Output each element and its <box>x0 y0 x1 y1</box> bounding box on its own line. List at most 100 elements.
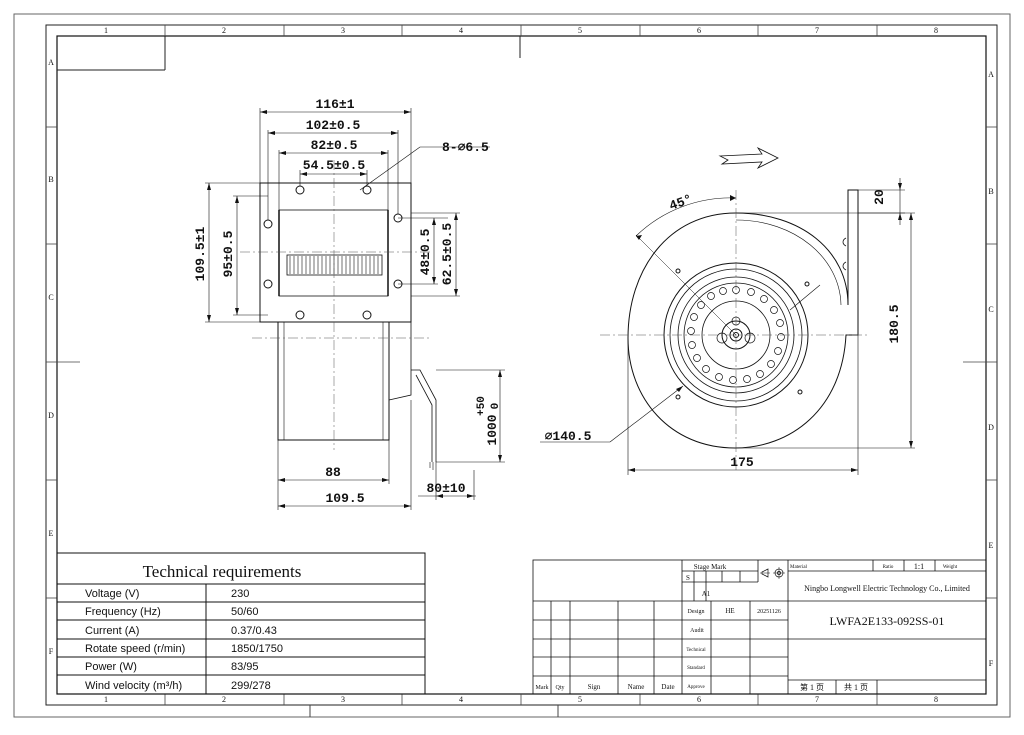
dim-180-5: 180.5 <box>887 304 902 343</box>
dim-holes: 8-⌀6.5 <box>442 140 489 155</box>
row-label-c: C <box>48 293 53 302</box>
projection-cone-icon <box>761 568 769 578</box>
col-label-4-bottom: 4 <box>459 695 463 704</box>
row-label-d: D <box>48 411 54 420</box>
front-dim-arrows <box>207 110 502 508</box>
col-label-6-bottom: 6 <box>697 695 701 704</box>
dim-cable-length: 1000 <box>485 414 500 445</box>
tb-a1: A1 <box>702 590 711 598</box>
col-label-5: 5 <box>578 26 582 35</box>
row-label-c-right: C <box>988 305 993 314</box>
dim-116: 116±1 <box>315 97 354 112</box>
row-label-d-right: D <box>988 423 994 432</box>
tech-label-power: Power (W) <box>85 661 137 673</box>
tech-value-frequency: 50/60 <box>231 606 259 618</box>
col-label-4: 4 <box>459 26 463 35</box>
grid-dividers <box>46 25 997 705</box>
dim-20: 20 <box>872 189 887 205</box>
col-label-7-bottom: 7 <box>815 695 819 704</box>
tb-page: 第 1 页 <box>800 682 824 692</box>
tech-label-current: Current (A) <box>85 625 139 637</box>
tb-standard: Standard <box>687 666 705 671</box>
tb-total-pages: 共 1 页 <box>844 683 868 692</box>
dim-diameter: ⌀140.5 <box>545 429 592 444</box>
dim-angle: 45° <box>667 192 694 214</box>
title-block <box>532 559 987 695</box>
side-center-lines <box>600 190 870 470</box>
side-dim-labels: 45° 20 180.5 ⌀140.5 175 <box>545 189 902 470</box>
front-dim-lines <box>205 108 505 510</box>
tb-weight: Weight <box>943 565 958 570</box>
tb-drawing-number: LWFA2E133-092SS-01 <box>830 614 945 628</box>
tb-designer: HE <box>725 607 734 615</box>
tech-label-voltage: Voltage (V) <box>85 588 139 600</box>
volute-housing <box>627 189 859 449</box>
tech-value-voltage: 230 <box>231 588 249 600</box>
front-dim-labels: 116±1 102±0.5 82±0.5 54.5±0.5 8-⌀6.5 109… <box>193 97 502 506</box>
tech-label-frequency: Frequency (Hz) <box>85 606 161 618</box>
col-label-8: 8 <box>934 26 938 35</box>
title-block-text: Stage Mark S A1 Design HE 20251126 Audit… <box>536 562 970 692</box>
dim-109-5-bottom: 109.5 <box>325 491 364 506</box>
tech-label-rotate-speed: Rotate speed (r/min) <box>85 643 185 655</box>
col-label-6: 6 <box>697 26 701 35</box>
tech-value-wind-velocity: 299/278 <box>231 680 271 692</box>
tb-col-date: Date <box>661 683 674 691</box>
tb-s: S <box>686 574 690 582</box>
dim-82: 82±0.5 <box>311 138 358 153</box>
grid-border <box>45 24 998 706</box>
tb-ratio-value: 1:1 <box>914 562 924 571</box>
side-dim-arrows <box>628 183 913 472</box>
tb-col-qty: Qty <box>556 685 565 691</box>
front-view <box>205 108 505 510</box>
tb-company: Ningbo Longwell Electric Technology Co.,… <box>804 584 970 593</box>
row-label-e: E <box>49 529 54 538</box>
col-label-1-bottom: 1 <box>104 695 108 704</box>
inner-border <box>56 35 987 695</box>
col-label-2-bottom: 2 <box>222 695 226 704</box>
cable <box>411 369 437 462</box>
tb-date: 20251126 <box>757 609 781 615</box>
tech-requirements-table <box>56 552 426 695</box>
tech-rows: Voltage (V) 230 Frequency (Hz) 50/60 Cur… <box>85 588 283 692</box>
dim-54-5: 54.5±0.5 <box>303 158 366 173</box>
dim-102: 102±0.5 <box>306 118 361 133</box>
dim-62-5: 62.5±0.5 <box>440 223 455 286</box>
col-label-8-bottom: 8 <box>934 695 938 704</box>
row-label-b: B <box>48 175 53 184</box>
tech-value-power: 83/95 <box>231 661 259 673</box>
col-label-3-bottom: 3 <box>341 695 345 704</box>
front-blades <box>289 256 379 274</box>
dim-cable-tol-plus: +50 <box>476 396 488 416</box>
row-label-b-right: B <box>988 187 993 196</box>
col-label-3: 3 <box>341 26 345 35</box>
tech-value-rotate-speed: 1850/1750 <box>231 643 283 655</box>
col-label-1: 1 <box>104 26 108 35</box>
tb-approve: Approve <box>687 685 705 690</box>
impeller-blade-holes <box>687 286 785 384</box>
tech-title: Technical requirements <box>143 562 302 581</box>
dim-109-5-height: 109.5±1 <box>193 226 208 281</box>
dim-cable-tol-zero: 0 <box>490 403 502 410</box>
tb-stage-mark: Stage Mark <box>694 563 727 571</box>
grid-labels: 1 2 3 4 5 6 7 8 1 2 3 4 5 6 7 8 A B C D … <box>48 26 994 704</box>
col-label-5-bottom: 5 <box>578 695 582 704</box>
dim-95: 95±0.5 <box>221 230 236 277</box>
housing-rivets <box>675 268 810 400</box>
tb-col-sign: Sign <box>588 683 601 691</box>
front-motor-body <box>277 321 390 441</box>
tb-design: Design <box>688 609 705 615</box>
row-label-f-right: F <box>989 659 994 668</box>
tb-col-name: Name <box>628 683 645 691</box>
front-center-lines <box>240 160 430 450</box>
outer-border <box>13 13 1011 718</box>
dim-strip: 80±10 <box>426 481 465 496</box>
dim-48: 48±0.5 <box>418 228 433 275</box>
rotation-arrow-icon <box>718 146 779 170</box>
col-label-2: 2 <box>222 26 226 35</box>
front-mounting-holes <box>263 185 403 320</box>
row-label-e-right: E <box>989 541 994 550</box>
tech-value-current: 0.37/0.43 <box>231 625 277 637</box>
